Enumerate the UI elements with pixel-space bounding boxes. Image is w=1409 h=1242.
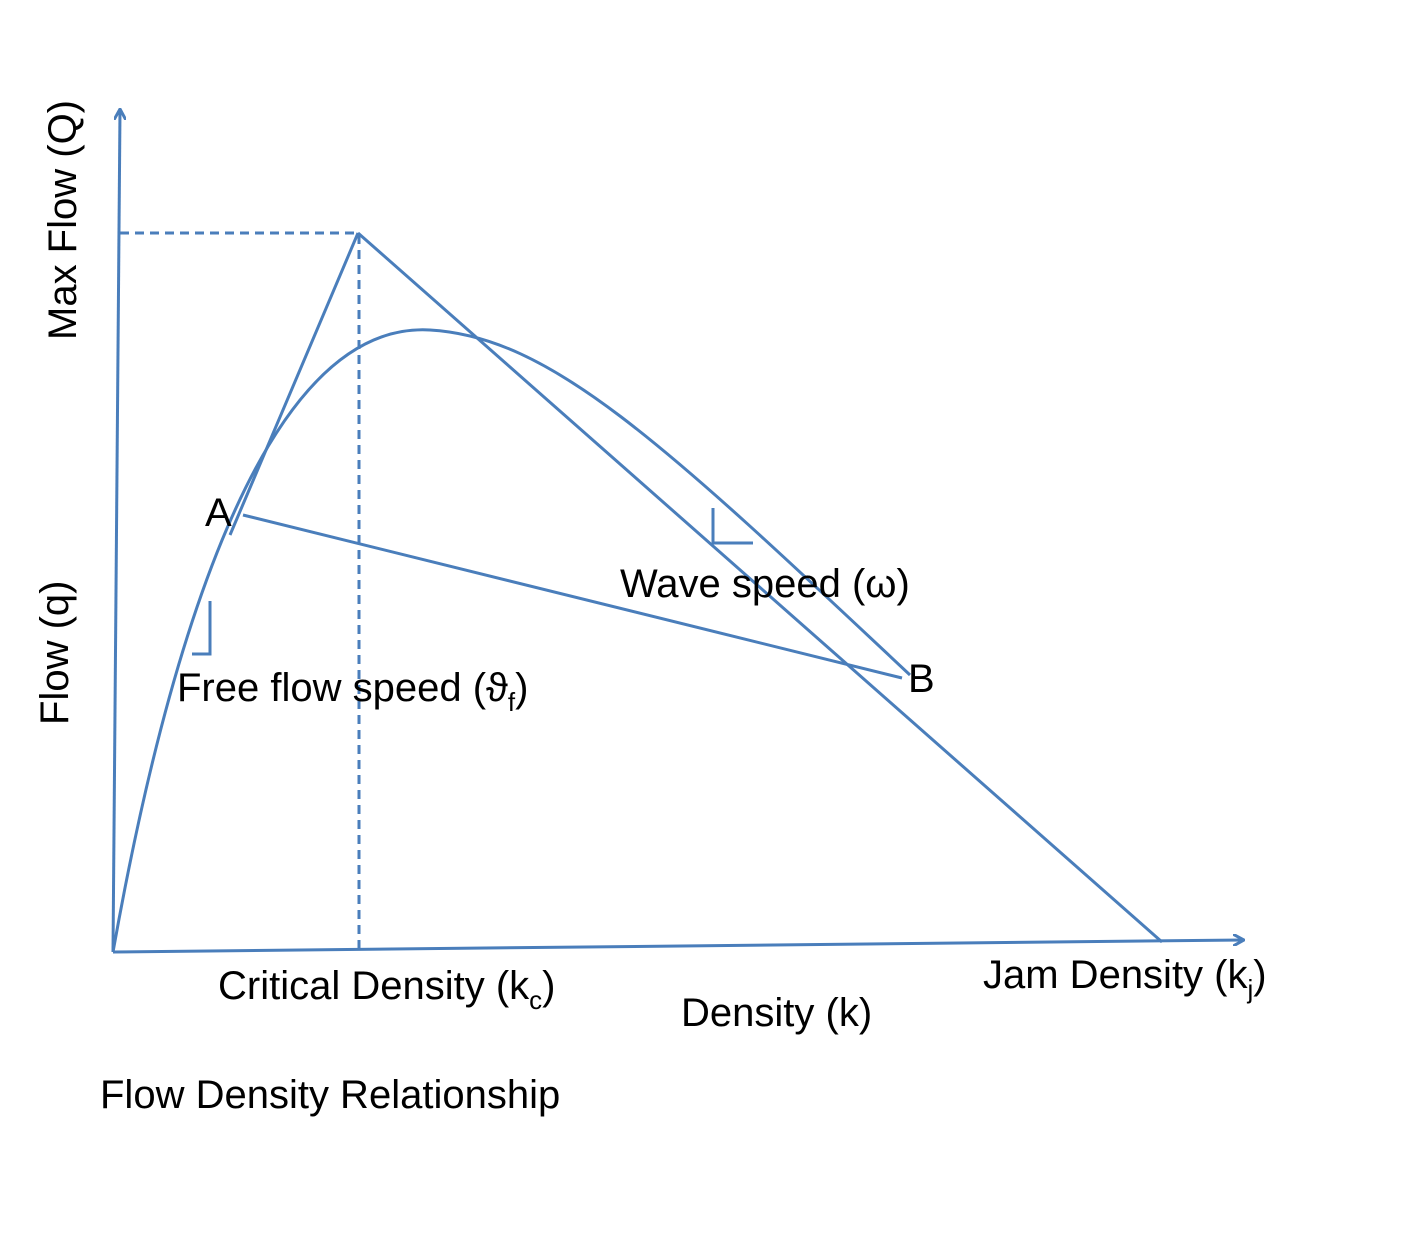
point-b-label: B (908, 657, 935, 701)
free-flow-slope-marker (192, 601, 212, 656)
wave-speed-label: Wave speed (ω) (620, 562, 910, 606)
wave-speed-slope-marker (711, 508, 753, 545)
jam-density-close: ) (1253, 953, 1266, 997)
diagram-caption: Flow Density Relationship (100, 1073, 560, 1117)
x-axis (112, 940, 1243, 954)
jam-density-subscript: j (1247, 974, 1254, 1004)
free-flow-speed-text: Free flow speed (ϑ (177, 666, 508, 710)
critical-density-text: Critical Density (k (218, 964, 530, 1008)
x-axis-label: Density (k) (681, 991, 872, 1035)
chord-a-b (242, 513, 903, 680)
jam-density-label: Jam Density (kj) (983, 953, 1267, 1004)
critical-density-close: ) (542, 964, 555, 1008)
free-flow-line (228, 232, 360, 536)
critical-density-subscript: c (529, 985, 542, 1015)
critical-density-label: Critical Density (kc) (218, 964, 555, 1015)
y-axis-upper-label: Max Flow (Q) (41, 100, 85, 340)
flow-density-curve (111, 328, 912, 953)
point-a-label: A (205, 491, 232, 535)
congested-line (357, 231, 1163, 944)
jam-density-text: Jam Density (k (983, 953, 1248, 997)
free-flow-speed-subscript: f (508, 687, 516, 717)
free-flow-speed-close: ) (515, 666, 528, 710)
free-flow-speed-label: Free flow speed (ϑf) (177, 666, 528, 717)
y-axis (111, 110, 120, 953)
y-axis-lower-label: Flow (q) (33, 581, 77, 725)
